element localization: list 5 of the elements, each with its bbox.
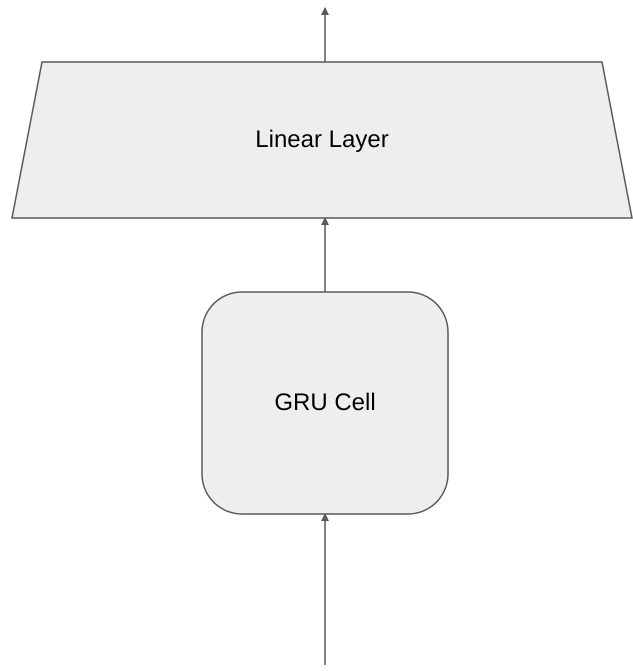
arrow	[321, 217, 329, 292]
arrow	[321, 7, 329, 62]
node-label: GRU Cell	[274, 389, 376, 417]
node-label: Linear Layer	[255, 126, 389, 154]
arrow	[321, 513, 329, 665]
